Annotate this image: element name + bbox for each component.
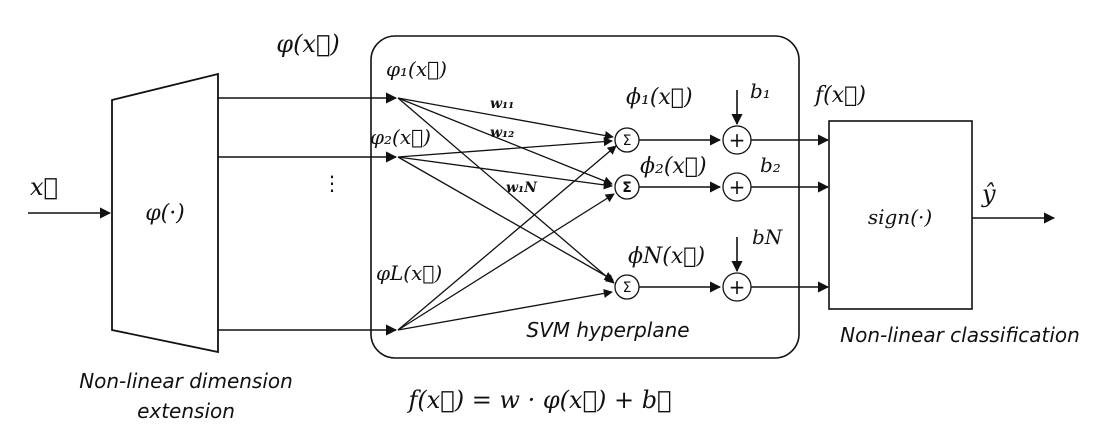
connection-2-2	[397, 156, 613, 190]
connection-1-2	[397, 97, 613, 186]
bias-bN-label: bN	[752, 225, 784, 249]
sum-node-1-symbol: Σ	[623, 133, 632, 149]
connection-L-1	[397, 145, 617, 331]
sum-node-2-symbol: Σ	[622, 180, 632, 196]
classifier-caption: Non-linear classification	[840, 323, 1080, 347]
featureL-label: φL(x⃗)	[376, 261, 442, 285]
connection-L-N	[397, 288, 613, 331]
weight-w1N-label: w₁N	[506, 180, 538, 196]
connection-1-1	[397, 97, 614, 141]
classifier-input-label: f(x⃗)	[813, 83, 866, 108]
output-phi1-label: ϕ₁(x⃗)	[626, 85, 693, 110]
bias-b2-label: b₂	[760, 153, 781, 177]
weight-w11-label: w₁₁	[490, 96, 514, 112]
plus-node-1-symbol: +	[729, 128, 746, 152]
hyperplane-caption: SVM hyperplane	[526, 318, 689, 342]
bias-b1-label: b₁	[750, 79, 771, 103]
connection-L-2	[397, 193, 615, 331]
connection-2-N	[397, 156, 614, 281]
feature1-label: φ₁(x⃗)	[386, 57, 447, 81]
weight-w12-label: w₁₂	[490, 125, 514, 141]
connection-2-1	[397, 137, 613, 158]
extension-caption-line1: Non-linear dimension	[79, 369, 293, 393]
plus-node-N-symbol: +	[729, 275, 746, 299]
extension-trapezoid	[111, 72, 219, 354]
sum-node-N-symbol: Σ	[623, 280, 632, 296]
feature2-label: φ₂(x⃗)	[370, 125, 431, 149]
connection-1-N	[397, 97, 615, 284]
decision-formula: f(x⃗) = w · φ(x⃗) + b⃗	[407, 386, 672, 414]
classifier-box	[828, 120, 973, 310]
extension-function-label: φ(·)	[145, 201, 185, 226]
output-phiN-label: ϕN(x⃗)	[628, 244, 705, 269]
vertical-ellipsis: ⋮	[322, 171, 342, 195]
output-phi2-label: ϕ₂(x⃗)	[640, 154, 707, 179]
extension-caption-line2: extension	[137, 399, 235, 423]
output-y-hat-label: ŷ	[981, 180, 996, 208]
extension-output-label: φ(x⃗)	[276, 30, 339, 58]
input-x-label: x⃗	[30, 173, 58, 201]
hyperplane-box	[370, 35, 800, 359]
plus-node-2-symbol: +	[729, 175, 746, 199]
classifier-function-label: sign(·)	[868, 205, 932, 229]
weight-connections	[397, 97, 617, 331]
